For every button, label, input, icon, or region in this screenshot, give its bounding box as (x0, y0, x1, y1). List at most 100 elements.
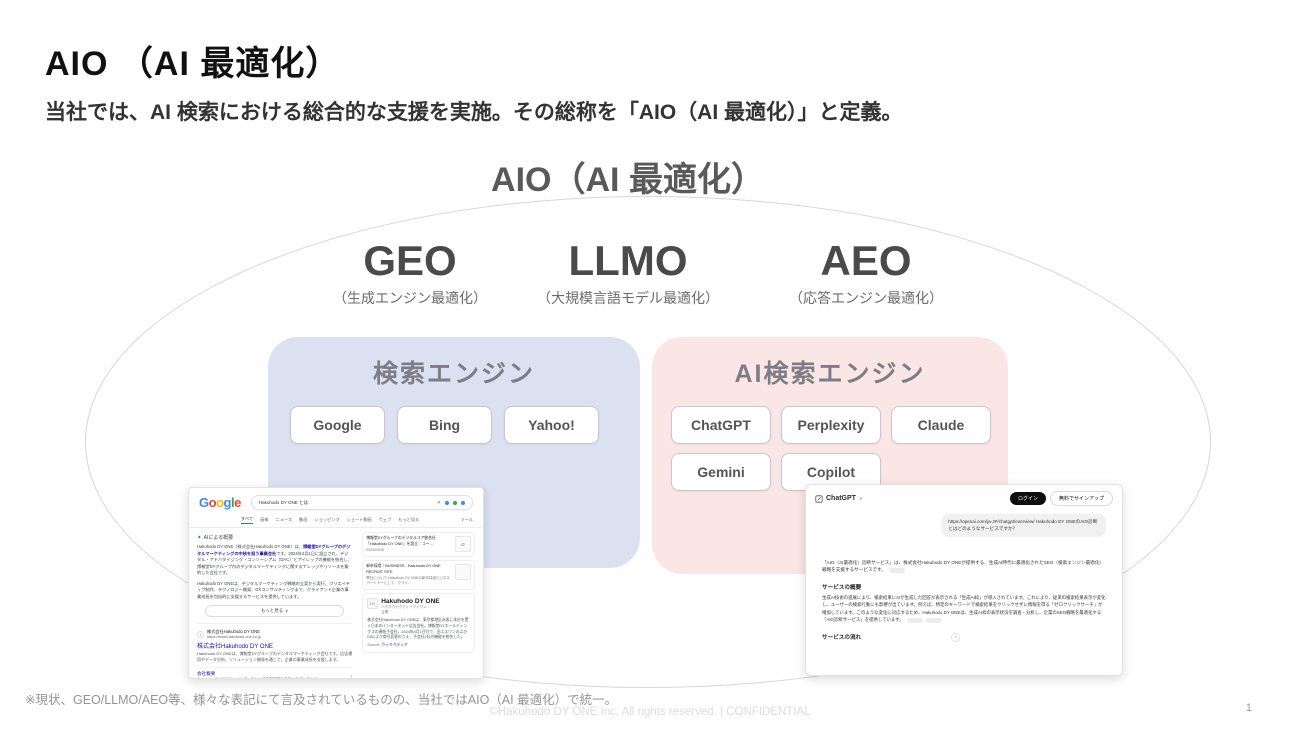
chatgpt-conversation: https://openai.com/ja-JP/chatgpt/overvie… (806, 512, 1122, 650)
engine-chip-bing: Bing (397, 406, 492, 444)
section-flow-row: サービスの流れ ↓ (822, 632, 1106, 642)
sublink-label: 会社概要 (197, 671, 216, 676)
term-geo-label: （生成エンジン最適化） (333, 290, 487, 307)
footnote: ※現状、GEO/LLMO/AEO等、様々な表記にて言及されているものの、当社では… (25, 693, 618, 707)
ai-overview-text: Hakuhodo DY ONE（株式会社Hakuhodo DY ONE）は、 (197, 544, 303, 549)
ai-overview-star-icon: ✦ (197, 534, 202, 541)
google-header: Google Hakuhodo DY ONE とは ✕ (189, 488, 483, 514)
tab-short-videos: ショート動画 (346, 517, 372, 522)
citation-chip (906, 617, 923, 623)
citation-chip (889, 567, 906, 573)
new-chat-icon (815, 494, 823, 503)
page-title: AIO （AI 最適化） (45, 45, 341, 83)
google-results-body: ✦ AIによる概要 Hakuhodo DY ONE（株式会社Hakuhodo D… (189, 528, 483, 679)
knowledge-panel-header: DY Hakuhodo DY ONE ハクホウドウディーワイワン ↓ 企業 (367, 598, 470, 615)
copyright: ©Hakuhodo DY ONE Inc. All rights reserve… (489, 706, 811, 718)
news-card: 博報堂DYグループのデジタルコア統合社「Hakuhodo DY ONE」を設立｜… (362, 532, 475, 558)
result-sublink: 会社概要 Hakuhodo DY ONEは、インターネット広告黎明期より培ったデ… (197, 667, 353, 679)
engine-chip-google: Google (290, 406, 385, 444)
camera-icon (453, 500, 457, 505)
site-favicon-icon: / (197, 630, 204, 638)
term-aeo: AEO （応答エンジン最適化） (746, 237, 986, 308)
clear-icon: ✕ (436, 499, 441, 506)
term-aeo-label: （応答エンジン最適化） (789, 290, 943, 307)
google-logo-letter: G (199, 495, 209, 510)
engine-chip-yahoo: Yahoo! (504, 406, 599, 444)
diagram-center-title: AIO（AI 最適化） (491, 161, 765, 199)
chevron-down-icon: ∨ (858, 495, 863, 502)
ai-engine-row-1: ChatGPT Perplexity Claude (652, 406, 1008, 444)
ai-search-engine-box-title: AI検索エンジン (734, 360, 926, 388)
ai-overview-paragraph-2: Hakuhodo DY ONEは、デジタルマーケティング戦略の立案から実行、クリ… (197, 580, 350, 599)
mic-icon (445, 500, 449, 505)
result-description: Hakuhodo DY ONEは、博報堂DYグループのデジタルマーケティング会社… (197, 651, 353, 662)
signup-button: 無料でサインアップ (1049, 491, 1113, 506)
news-card-thumbnail: ⌀ (454, 536, 471, 552)
section-heading-overview: サービスの概要 (822, 584, 862, 591)
chevron-down-icon: ∨ (284, 608, 289, 613)
chatgpt-auth-buttons: ログイン 無料でサインアップ (1009, 491, 1113, 506)
aio-ellipse (85, 196, 1211, 688)
login-button: ログイン (1009, 492, 1046, 505)
news-card-title: 博報堂DYグループのデジタルコア統合社「Hakuhodo DY ONE」を設立｜… (366, 536, 436, 546)
sublink-desc: Hakuhodo DY ONEは、インターネット広告黎明期より培ったデジタルに… (197, 677, 321, 679)
show-more-button: もっと見る ∨ (205, 605, 345, 617)
engine-chip-claude: Claude (891, 406, 991, 444)
tab-web: ウェブ (378, 517, 392, 522)
term-aeo-abbr: AEO (820, 237, 912, 284)
google-logo-letter: e (234, 495, 241, 510)
assistant-answer-text: 「AIO（AI最適化）診断サービス」は、株式会社Hakuhodo DY ONEが… (822, 559, 1104, 573)
page-subtitle: 当社では、AI 検索における総合的な支援を実施。その総称を「AIO（AI 最適化… (45, 101, 903, 124)
ai-overview-highlight: 博報堂DYグループのデジタルマーケティングの中核を担う事業会社 (197, 544, 351, 556)
news-card-title: 新卒採用｜BUSINESS - Hakuhodo DY ONE RECRUIT … (366, 564, 441, 574)
google-logo-letter: o (208, 495, 217, 510)
knowledge-panel: DY Hakuhodo DY ONE ハクホウドウディーワイワン ↓ 企業 株式… (362, 593, 475, 653)
result-url: https://www.hakuhodo-one.co.jp (207, 635, 261, 639)
google-logo-letter: o (216, 495, 224, 510)
term-llmo-label: （大規模言語モデル最適化） (537, 290, 719, 307)
chevron-right-icon: › (350, 673, 353, 679)
search-engine-box-title: 検索エンジン (372, 360, 535, 388)
tab-images: 画像 (260, 517, 269, 522)
show-more-label: もっと見る (261, 608, 283, 613)
search-icon (461, 500, 465, 505)
company-logo-thumbnail: DY (367, 598, 379, 610)
engine-chip-chatgpt: ChatGPT (671, 406, 771, 444)
search-engine-row: Google Bing Yahoo! (268, 406, 640, 444)
news-card-thumbnail (454, 564, 471, 581)
ai-overview-label: AIによる概要 (203, 535, 234, 541)
google-result-tabs: すべて 画像 ニュース 動画 ショッピング ショート動画 ウェブ もっと見る ツ… (189, 514, 483, 527)
section-heading-flow: サービスの流れ (822, 635, 862, 642)
divider (189, 527, 483, 528)
term-geo-abbr: GEO (363, 237, 457, 284)
tab-videos: 動画 (299, 517, 308, 522)
tab-news: ニュース (275, 517, 293, 522)
user-message-row: https://openai.com/ja-JP/chatgpt/overvie… (822, 514, 1106, 537)
knowledge-panel-reading: ハクホウドウディーワイワン ↓ (381, 605, 430, 610)
result-site-row: / 株式会社Hakuhodo DY ONE https://www.hakuho… (197, 629, 352, 639)
ai-overview-paragraph-1: Hakuhodo DY ONE（株式会社Hakuhodo DY ONE）は、博報… (197, 544, 352, 577)
chatgpt-brand: ChatGPT ∨ (815, 494, 863, 503)
google-search-bar: Hakuhodo DY ONE とは ✕ (250, 495, 473, 510)
tab-shopping: ショッピング (314, 517, 340, 522)
ai-overview-header: ✦ AIによる概要 (197, 534, 352, 542)
chatgpt-header: ChatGPT ∨ ログイン 無料でサインアップ (806, 485, 1122, 512)
result-site-name: 株式会社Hakuhodo DY ONE (207, 629, 260, 634)
term-llmo-abbr: LLMO (568, 237, 688, 284)
knowledge-panel-description: 株式会社Hakuhodo DY ONEは、東京都港区赤坂に本社を置く日本のインタ… (367, 618, 469, 640)
knowledge-panel-source: Source: ウィキペディア (367, 643, 470, 648)
source-link: ウィキペディア (381, 642, 408, 647)
engine-chip-gemini: Gemini (671, 453, 771, 491)
news-card-desc: 弊社について Hakuhodo DY ONEの新卒採用ビジネスパートナーとして、… (366, 576, 450, 586)
term-geo: GEO （生成エンジン最適化） (290, 237, 530, 308)
google-logo-letter: l (230, 495, 235, 510)
assistant-answer-1: 「AIO（AI最適化）診断サービス」は、株式会社Hakuhodo DY ONEが… (822, 559, 1106, 574)
google-search-query: Hakuhodo DY ONE とは (258, 499, 309, 505)
term-llmo: LLMO （大規模言語モデル最適化） (508, 237, 748, 308)
google-logo-letter: g (223, 495, 232, 510)
user-message-bubble: https://openai.com/ja-JP/chatgpt/overvie… (941, 514, 1106, 537)
google-search-screenshot: Google Hakuhodo DY ONE とは ✕ すべて 画像 ニュース … (188, 487, 484, 679)
knowledge-panel-title: Hakuhodo DY ONE (381, 598, 440, 606)
engine-chip-perplexity: Perplexity (781, 406, 881, 444)
